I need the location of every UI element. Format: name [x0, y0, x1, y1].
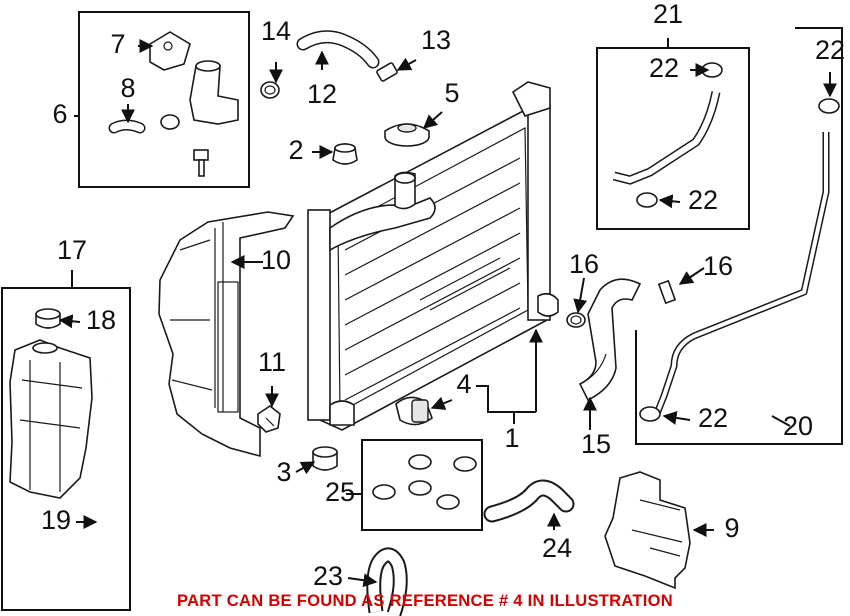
callout-3: 3 [276, 457, 291, 487]
callout-22-low: 22 [698, 403, 728, 433]
radiator [307, 81, 559, 431]
callout-14: 14 [261, 16, 291, 46]
callout-9: 9 [724, 513, 739, 543]
callout-17: 17 [57, 235, 87, 265]
group-box-17 [1, 287, 131, 611]
callout-5: 5 [444, 78, 459, 108]
group-box-25 [361, 439, 483, 531]
part-10-air-guide [158, 211, 295, 458]
callout-18: 18 [86, 305, 116, 335]
part-6-bolt [193, 149, 209, 177]
callout-13: 13 [421, 25, 451, 55]
callout-2: 2 [288, 135, 303, 165]
callout-20: 20 [783, 411, 813, 441]
group-box-21 [596, 47, 750, 230]
part-5-radiator-cap [384, 123, 430, 147]
part-21-hose [612, 62, 723, 208]
group-box-6 [78, 11, 250, 188]
callout-4: 4 [456, 369, 471, 399]
part-2-cap [332, 143, 358, 165]
callout-25: 25 [325, 477, 355, 507]
part-19-overflow-hose [95, 381, 111, 542]
callout-23: 23 [313, 561, 343, 591]
part-12-hose [296, 30, 380, 69]
part-8-hose [108, 114, 180, 134]
group-box-20 [635, 27, 843, 445]
callout-22-mid: 22 [688, 185, 718, 215]
part-16-clamp-left [566, 312, 586, 328]
reference-caption: PART CAN BE FOUND AS REFERENCE # 4 IN IL… [177, 592, 673, 610]
callout-6: 6 [52, 99, 67, 129]
callout-1: 1 [504, 423, 519, 453]
part-7-bracket [149, 31, 191, 71]
part-25-clamps [372, 454, 477, 510]
part-15-hose [578, 278, 642, 402]
callout-numbers: 7 8 6 14 12 13 5 2 10 11 3 4 1 16 16 15 … [41, 0, 845, 591]
part-20-tube [639, 98, 840, 422]
callout-19: 19 [41, 505, 71, 535]
part-18-cap [35, 308, 61, 329]
part-3-bushing [312, 446, 338, 471]
callout-11: 11 [258, 347, 286, 377]
part-9-air-guide [604, 471, 691, 590]
part-14-clamp [260, 81, 280, 99]
part-16-clamp-right [657, 279, 677, 305]
callout-8: 8 [120, 73, 135, 103]
callout-21: 21 [653, 0, 683, 29]
part-4-drain-plug [395, 396, 433, 426]
part-13-sensor [376, 62, 398, 82]
callout-22-top: 22 [649, 53, 679, 83]
callout-16-left: 16 [569, 249, 599, 279]
leader-lines [58, 38, 837, 588]
callout-15: 15 [581, 429, 611, 459]
part-11-clip [257, 405, 281, 433]
callout-16-right: 16 [703, 251, 733, 281]
part-17-reservoir-tank [9, 339, 93, 499]
callout-7: 7 [110, 29, 125, 59]
part-6-outlet [189, 60, 239, 125]
callout-22-right: 22 [815, 35, 845, 65]
callout-10: 10 [261, 245, 291, 275]
callout-24: 24 [542, 533, 572, 563]
part-24-hose [483, 479, 575, 523]
callout-12: 12 [307, 79, 337, 109]
